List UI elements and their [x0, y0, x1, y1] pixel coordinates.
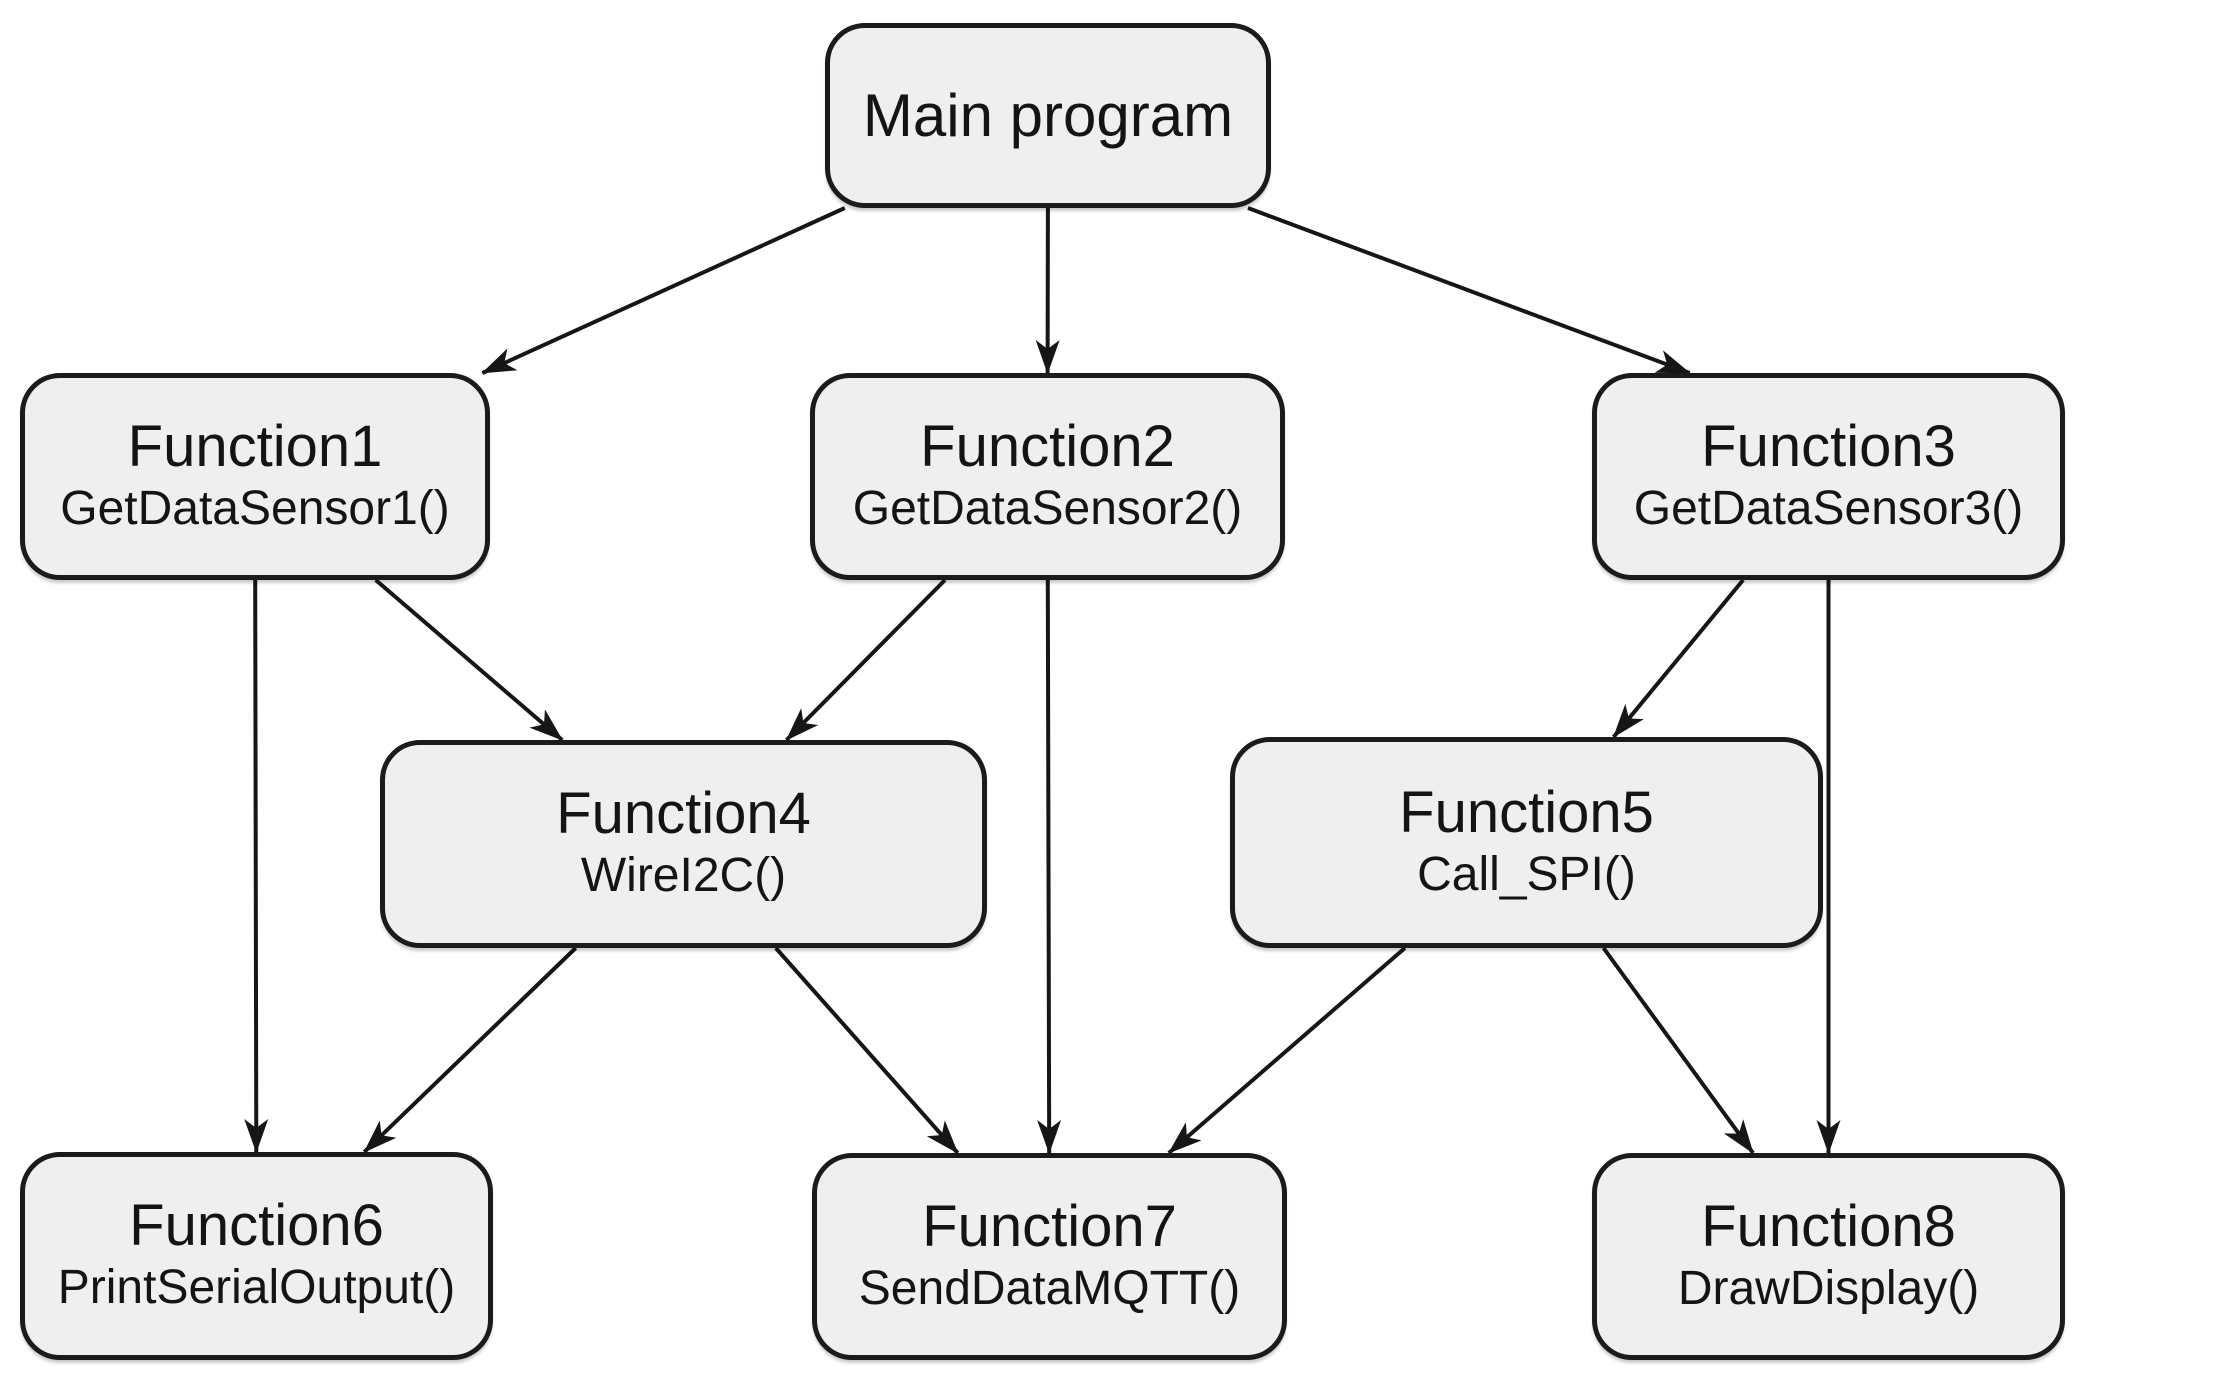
edge-group	[244, 206, 1841, 1155]
node-function2: Function2 GetDataSensor2()	[810, 373, 1285, 580]
node-title: Function5	[1399, 779, 1654, 845]
node-subtitle: WireI2C()	[580, 849, 787, 903]
node-function3: Function3 GetDataSensor3()	[1592, 373, 2065, 580]
node-function7: Function7 SendDataMQTT()	[812, 1153, 1287, 1360]
edge-main-f3	[1247, 206, 1691, 375]
node-subtitle: GetDataSensor2()	[852, 481, 1243, 535]
edge-f2-f4	[785, 578, 947, 742]
node-subtitle: DrawDisplay()	[1677, 1261, 1980, 1315]
node-subtitle: SendDataMQTT()	[858, 1261, 1241, 1315]
edge-main-f1	[481, 206, 846, 375]
node-title: Main program	[862, 81, 1234, 149]
node-title: Function2	[920, 413, 1175, 479]
node-function6: Function6 PrintSerialOutput()	[20, 1152, 493, 1360]
node-title: Function3	[1701, 413, 1956, 479]
edge-f1-f6	[244, 579, 269, 1153]
edge-f3-f5	[1612, 578, 1745, 739]
edge-f2-f7	[1037, 579, 1062, 1154]
edge-f4-f6	[362, 946, 578, 1154]
node-title: Function4	[556, 781, 811, 847]
node-title: Function1	[127, 413, 383, 479]
node-subtitle: GetDataSensor3()	[1633, 481, 2024, 535]
edge-f5-f8	[1601, 946, 1755, 1155]
node-function4: Function4 WireI2C()	[380, 740, 987, 948]
node-title: Function8	[1701, 1193, 1956, 1259]
node-main-program: Main program	[825, 23, 1271, 208]
node-subtitle: GetDataSensor1()	[60, 481, 450, 535]
edge-f5-f7	[1167, 946, 1407, 1155]
edge-f1-f4	[374, 578, 564, 742]
edge-f4-f7	[774, 946, 960, 1155]
node-function8: Function8 DrawDisplay()	[1592, 1153, 2065, 1360]
node-function1: Function1 GetDataSensor1()	[20, 373, 490, 580]
node-title: Function6	[129, 1193, 384, 1259]
node-subtitle: Call_SPI()	[1417, 847, 1636, 901]
node-subtitle: PrintSerialOutput()	[57, 1261, 456, 1315]
node-function5: Function5 Call_SPI()	[1230, 737, 1823, 948]
node-title: Function7	[922, 1193, 1177, 1259]
